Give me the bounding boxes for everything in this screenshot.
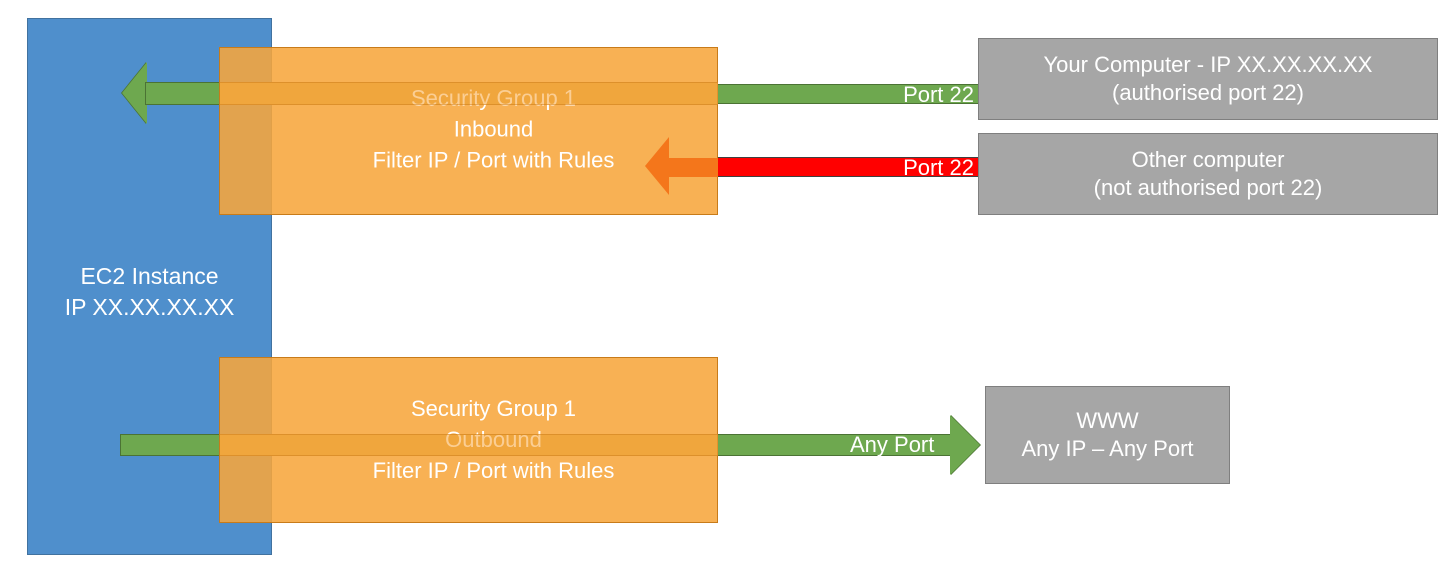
inbound-blocked-connector (718, 157, 978, 177)
other-computer-line1: Other computer (1131, 146, 1285, 172)
your-computer-line2: (authorised port 22) (1112, 80, 1304, 105)
outbound-connector (718, 434, 952, 456)
your-computer-line1: Your Computer - IP XX.XX.XX.XX (1043, 51, 1373, 77)
security-group-outbound-line1: Security Group 1 (410, 396, 577, 422)
www-line2: Any IP – Any Port (1021, 436, 1194, 461)
ec2-instance-label: EC2 Instance IP XX.XX.XX.XX (28, 261, 271, 323)
ec2-instance-name: EC2 Instance (80, 263, 219, 289)
outbound-arrow-head-icon (950, 415, 980, 475)
security-group-outbound-line3: Filter IP / Port with Rules (372, 458, 615, 484)
www-line1: WWW (1076, 407, 1139, 433)
inbound-blocked-arrow-head-icon (645, 137, 669, 195)
inbound-allowed-shaft-overlay (220, 82, 718, 105)
your-computer-box: Your Computer - IP XX.XX.XX.XX (authoris… (978, 38, 1438, 120)
ec2-instance-ip: IP XX.XX.XX.XX (64, 293, 235, 320)
inbound-allowed-arrow-head-icon (122, 62, 147, 124)
inbound-allowed-connector (718, 84, 978, 104)
other-computer-line2: (not authorised port 22) (1093, 175, 1323, 200)
inbound-blocked-arrow-shaft (668, 158, 720, 177)
security-group-inbound-box: Security Group 1 Inbound Filter IP / Por… (219, 47, 718, 215)
other-computer-box: Other computer (not authorised port 22) (978, 133, 1438, 215)
www-box: WWW Any IP – Any Port (985, 386, 1230, 484)
outbound-shaft-overlay (220, 434, 718, 456)
